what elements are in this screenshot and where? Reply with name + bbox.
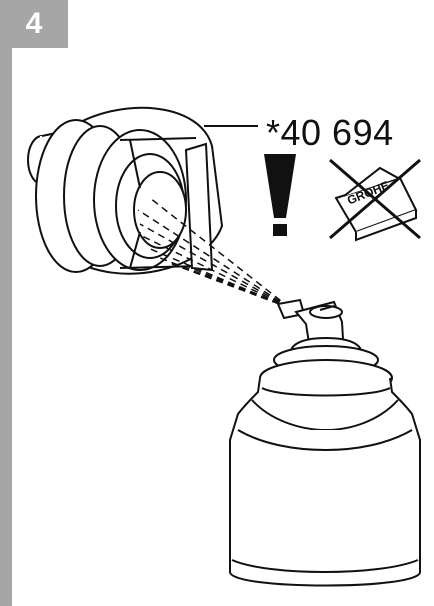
page-edge-bar <box>0 48 12 606</box>
spray-can <box>229 336 421 587</box>
part-number: *40 694 <box>266 112 394 153</box>
exclamation-icon <box>264 154 296 236</box>
step-number: 4 <box>0 0 68 48</box>
valve-cartridge <box>27 106 224 275</box>
crossed-out-grohe-grease-icon <box>329 158 421 242</box>
spray-lines <box>137 197 291 309</box>
